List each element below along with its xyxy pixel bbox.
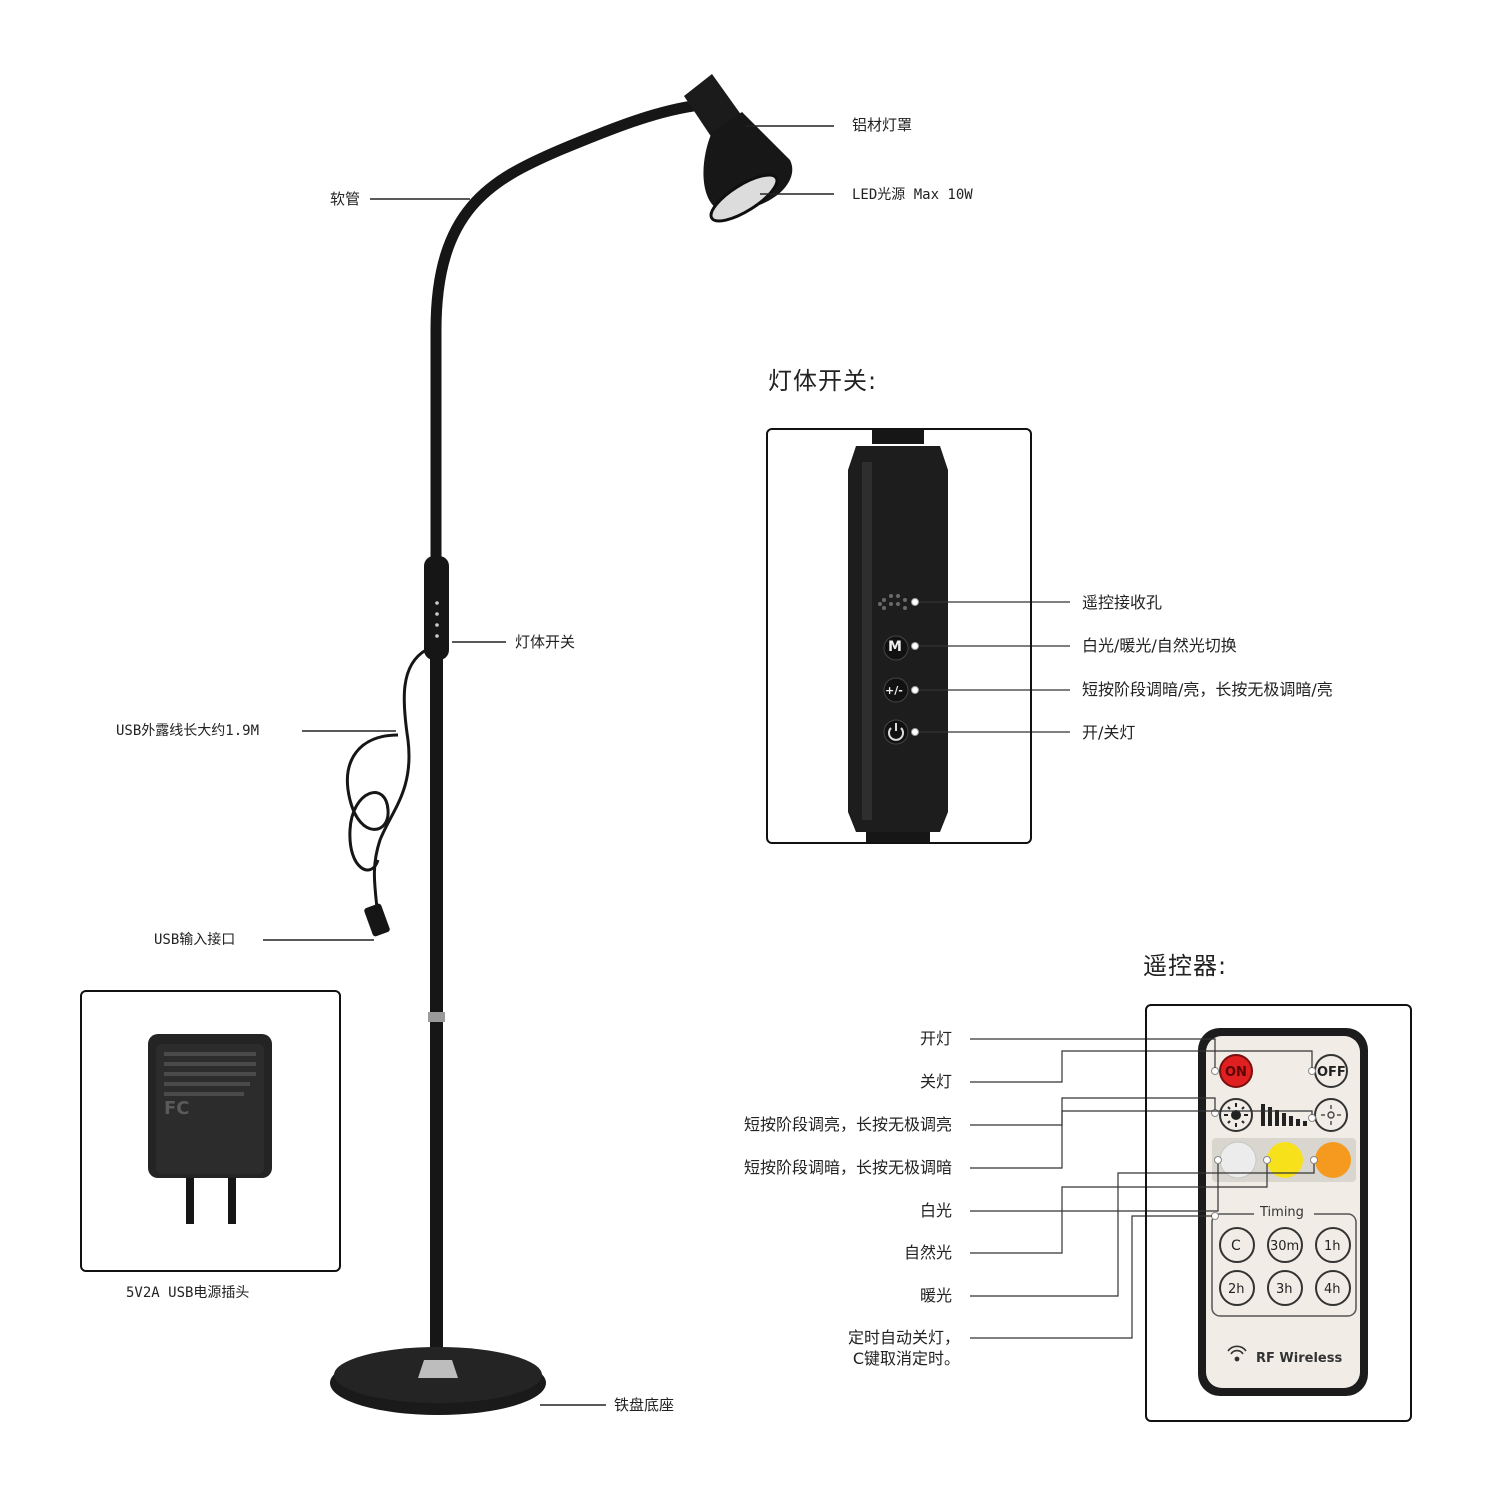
remote-off-button: OFF — [1317, 1065, 1346, 1080]
usb-adapter-drawing — [148, 1034, 272, 1224]
label-shade: 铝材灯罩 — [852, 116, 913, 134]
label-switch: 灯体开关 — [515, 633, 576, 651]
remote-drawing — [1198, 1028, 1368, 1396]
lamp-pole — [430, 655, 443, 1355]
label-led: LED光源 Max 10W — [852, 187, 973, 203]
switch-label-power: 开/关灯 — [1082, 723, 1136, 742]
brightness-up-icon — [1224, 1103, 1248, 1127]
remote-timer-c: C — [1231, 1238, 1241, 1254]
remote-label-warm: 暖光 — [919, 1286, 952, 1305]
usb-plug — [364, 903, 390, 937]
label-usb-cable: USB外露线长大约1.9M — [116, 723, 260, 739]
label-hose: 软管 — [330, 190, 361, 208]
lamp-leader-lines — [263, 125, 834, 1406]
remote-label-on: 开灯 — [919, 1029, 952, 1048]
remote-label-timer: 定时自动关灯， C键取消定时。 — [847, 1328, 960, 1368]
remote-label-bright-up: 短按阶段调亮，长按无极调亮 — [743, 1115, 952, 1134]
switch-label-mode: 白光/暖光/自然光切换 — [1082, 636, 1237, 655]
label-base: 铁盘底座 — [614, 1396, 675, 1414]
adapter-caption: 5V2A USB电源插头 — [126, 1285, 250, 1301]
remote-timer-4h: 4h — [1324, 1282, 1341, 1297]
gooseneck-hose — [430, 99, 706, 566]
lamp-shade — [684, 74, 793, 223]
remote-label-bright-down: 短按阶段调暗，长按无极调暗 — [743, 1158, 952, 1177]
usb-cable — [372, 648, 427, 921]
inline-switch-body — [424, 556, 449, 660]
remote-timing-label: Timing — [1260, 1205, 1304, 1220]
switch-label-dimming: 短按阶段调暗/亮，长按无极调暗/亮 — [1082, 680, 1333, 699]
remote-label-natural: 自然光 — [903, 1243, 952, 1262]
power-icon — [888, 723, 904, 741]
remote-brand: RF Wireless — [1256, 1351, 1343, 1366]
floor-lamp — [330, 74, 793, 1415]
remote-timer-2h: 2h — [1228, 1282, 1245, 1297]
switch-closeup-frame — [766, 428, 1032, 844]
switch-label-receiver: 遥控接收孔 — [1082, 593, 1163, 612]
brightness-down-icon — [1321, 1105, 1341, 1125]
wireless-icon — [1227, 1345, 1247, 1362]
remote-title: 遥控器: — [1143, 952, 1228, 980]
brightness-level-bars-icon — [1261, 1104, 1307, 1126]
remote-on-button: ON — [1225, 1065, 1247, 1080]
switch-button-plusminus: +/- — [885, 684, 903, 697]
remote-label-off: 关灯 — [919, 1072, 952, 1091]
switch-closeup-drawing — [848, 428, 948, 842]
remote-leader-lines — [970, 1038, 1315, 1339]
label-usb-port: USB输入接口 — [154, 932, 236, 948]
remote-timer-1h: 1h — [1324, 1239, 1341, 1254]
ir-receiver-dots — [878, 594, 907, 610]
remote-label-white: 白光 — [919, 1201, 952, 1220]
switch-leader-lines — [919, 601, 1070, 733]
remote-timer-30m: 30m — [1270, 1239, 1300, 1254]
remote-frame — [1145, 1004, 1412, 1422]
remote-timer-3h: 3h — [1276, 1282, 1293, 1297]
adapter-logo: FC — [164, 1098, 190, 1119]
switch-button-m: M — [888, 639, 902, 655]
switch-panel-title: 灯体开关: — [768, 367, 878, 395]
adapter-frame — [80, 990, 341, 1272]
